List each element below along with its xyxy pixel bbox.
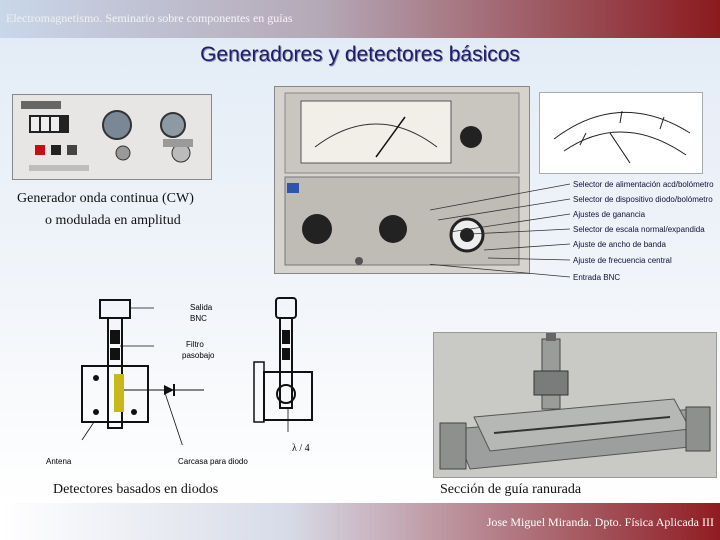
slide-title: Generadores y detectores básicos <box>200 43 520 66</box>
footer-text: Jose Miguel Miranda. Dpto. Física Aplica… <box>486 515 714 529</box>
guide-caption: Sección de guía ranurada <box>440 482 582 497</box>
meter-photo <box>274 86 530 274</box>
label-filtro: Filtro <box>186 340 204 349</box>
meter-label-6: Entrada BNC <box>573 273 621 282</box>
slotted-guide-illustration <box>434 333 716 477</box>
generator-caption-line2: o modulada en amplitud <box>45 213 181 228</box>
meter-label-4: Ajuste de ancho de banda <box>573 240 666 249</box>
generator-caption-line1: Generador onda continua (CW) <box>17 191 194 206</box>
meter-label-3: Selector de escala normal/expandida <box>573 225 705 234</box>
detector-diagram <box>81 297 313 445</box>
detectors-caption: Detectores basados en diodos <box>53 482 219 497</box>
generator-illustration <box>13 95 211 179</box>
label-antena: Antena <box>46 457 72 466</box>
header-bar: Electromagnetismo. Seminario sobre compo… <box>0 0 720 38</box>
meter-label-0: Selector de alimentación acd/bolómetro <box>573 180 714 189</box>
label-salida: Salida <box>190 303 213 312</box>
header-course: Electromagnetismo <box>6 11 100 25</box>
label-pasobajo: pasobajo <box>182 351 215 360</box>
slotted-guide-photo <box>433 332 717 478</box>
label-carcasa: Carcasa para diodo <box>178 457 248 466</box>
meter-label-2: Ajustes de ganancia <box>573 210 646 219</box>
footer-bar: Jose Miguel Miranda. Dpto. Física Aplica… <box>0 503 720 540</box>
label-lambda: λ / 4 <box>292 443 310 454</box>
header-subtitle: Seminario sobre componentes en guías <box>105 11 293 25</box>
generator-photo <box>12 94 212 180</box>
scale-drawing <box>539 92 703 174</box>
meter-label-1: Selector de dispositivo diodo/bolómetro <box>573 195 713 204</box>
meter-label-5: Ajuste de frecuencia central <box>573 256 672 265</box>
meter-illustration <box>275 87 529 273</box>
label-bnc: BNC <box>190 314 207 323</box>
meter-leader-lines <box>430 183 571 278</box>
scale-illustration <box>553 110 691 164</box>
header-text: Electromagnetismo. Seminario sobre compo… <box>6 11 293 25</box>
